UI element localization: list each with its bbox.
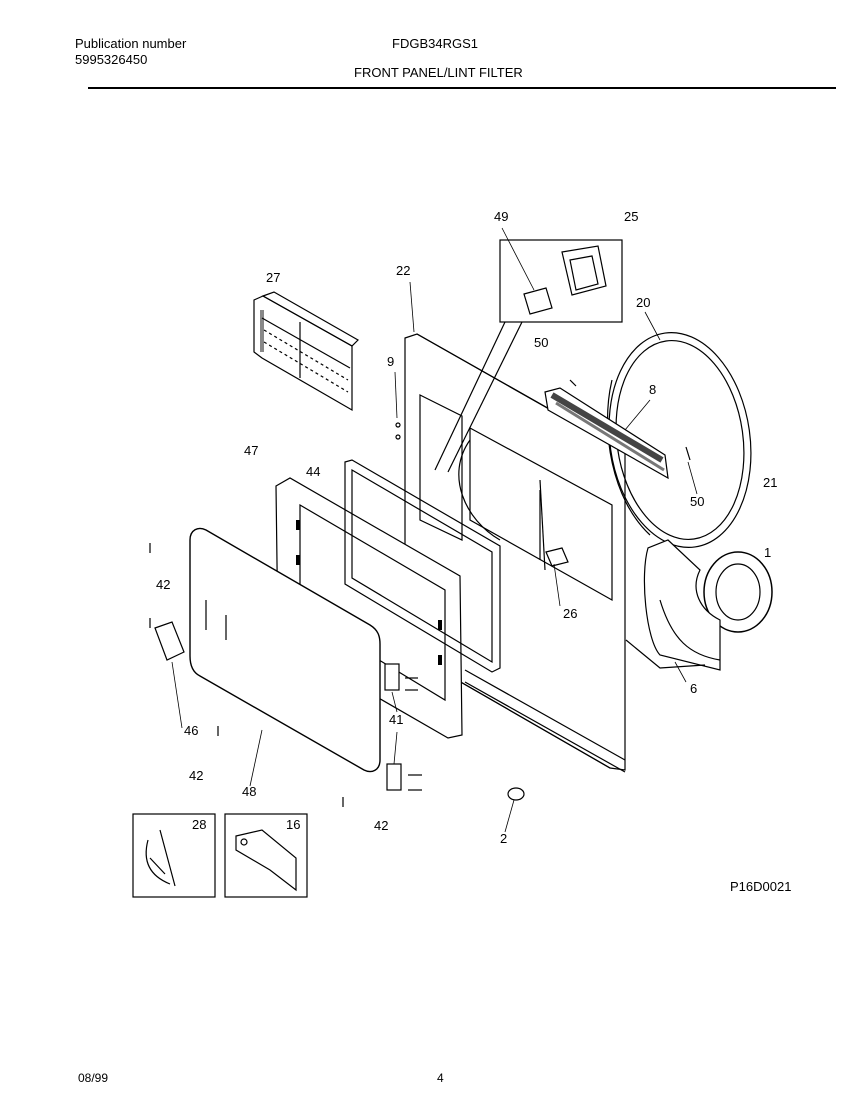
- callout-42c: 42: [374, 818, 388, 833]
- footer-page-number: 4: [437, 1071, 444, 1085]
- callout-2: 2: [500, 831, 507, 846]
- section-title: FRONT PANEL/LINT FILTER: [354, 65, 523, 80]
- callout-50a: 50: [534, 335, 548, 350]
- callout-8: 8: [649, 382, 656, 397]
- part-49-inset: [434, 239, 623, 473]
- part-1-duct-ring: [703, 551, 773, 633]
- callout-21: 21: [763, 475, 777, 490]
- callout-26: 26: [563, 606, 577, 621]
- publication-number: 5995326450: [75, 52, 148, 67]
- callout-22: 22: [396, 263, 410, 278]
- callout-labels: 49 25 27 22 20 50 9 8 47 44 50 21 1 42 2…: [156, 209, 791, 894]
- footer-date: 08/99: [78, 1071, 109, 1085]
- part-41-hinges: [384, 663, 422, 791]
- model-number: FDGB34RGS1: [392, 36, 478, 51]
- callout-1: 1: [764, 545, 771, 560]
- part-46-latch: [154, 621, 185, 661]
- part-48-outer-door: [189, 527, 381, 773]
- callout-16: 16: [286, 817, 300, 832]
- callout-42b: 42: [189, 768, 203, 783]
- header-rule: [88, 87, 836, 89]
- inset-28-box: [132, 813, 216, 898]
- part-27-lint-filter: [253, 291, 359, 412]
- callout-28: 28: [192, 817, 206, 832]
- part-2-foot: [507, 787, 525, 801]
- part-26-bracket: [539, 490, 569, 567]
- callout-49: 49: [494, 209, 508, 224]
- callout-44: 44: [306, 464, 320, 479]
- callout-46: 46: [184, 723, 198, 738]
- callout-41: 41: [389, 712, 403, 727]
- leader-lines: [171, 227, 698, 833]
- callout-50b: 50: [690, 494, 704, 509]
- callout-42a: 42: [156, 577, 170, 592]
- callout-20: 20: [636, 295, 650, 310]
- callout-48: 48: [242, 784, 256, 799]
- publication-label: Publication number: [75, 36, 187, 51]
- screws: [149, 379, 691, 807]
- part-47-door-gasket: [344, 459, 501, 673]
- part-6-blower-housing: [625, 539, 721, 671]
- inset-16-box: [224, 813, 308, 898]
- callout-6: 6: [690, 681, 697, 696]
- part-8-element: [544, 387, 669, 480]
- callout-27: 27: [266, 270, 280, 285]
- callout-47: 47: [244, 443, 258, 458]
- callout-25: 25: [624, 209, 638, 224]
- figure-code: P16D0021: [730, 879, 791, 894]
- callout-9: 9: [387, 354, 394, 369]
